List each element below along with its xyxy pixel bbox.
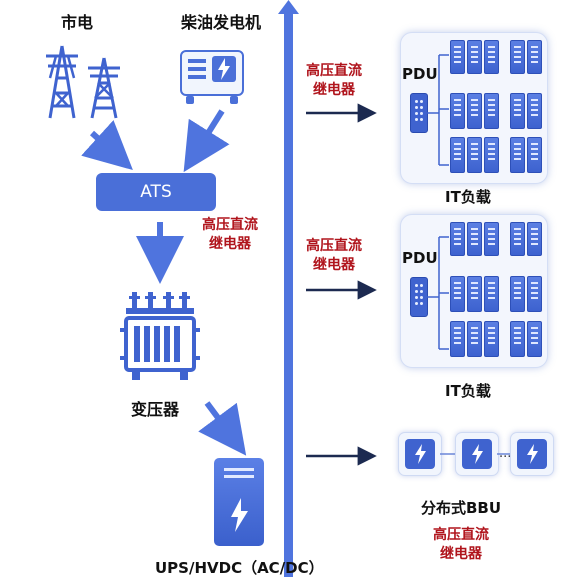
server-rack-icon [484, 276, 499, 312]
server-rack-icon [484, 137, 499, 173]
server-rack-icon [527, 93, 542, 129]
pdu-top-label: PDU [402, 65, 438, 83]
server-rack-icon [527, 276, 542, 312]
it-load-rack-mid: PDU [400, 214, 548, 368]
server-rack-icon [450, 276, 465, 312]
server-rack-icon [510, 222, 525, 256]
server-rack-icon [510, 276, 525, 312]
battery-bbu-icon [398, 432, 442, 476]
battery-bbu-icon [455, 432, 499, 476]
ats-box: ATS [96, 173, 216, 211]
pdu-top-wiring [427, 54, 449, 166]
relay-top-label: 高压直流继电器 [306, 63, 362, 98]
server-rack-icon [467, 93, 482, 129]
it-load-top-label: IT负载 [445, 188, 491, 206]
pdu-mid-label: PDU [402, 249, 438, 267]
bbu-connectors [440, 453, 510, 455]
server-rack-icon [527, 222, 542, 256]
battery-bbu-icon [510, 432, 554, 476]
relay-bottom-label: 高压直流继电器 [433, 527, 489, 562]
mains-label: 市电 [61, 13, 94, 32]
ups-server-icon [214, 458, 264, 546]
server-rack-icon [484, 40, 499, 74]
server-rack-icon [510, 40, 525, 74]
server-rack-icon [450, 40, 465, 74]
server-rack-icon [510, 137, 525, 173]
server-rack-icon [484, 222, 499, 256]
server-rack-icon [450, 93, 465, 129]
generator-icon [180, 46, 244, 106]
server-rack-icon [450, 321, 465, 357]
server-rack-icon [450, 137, 465, 173]
server-rack-icon [484, 321, 499, 357]
server-rack-icon [450, 222, 465, 256]
server-rack-icon [467, 321, 482, 357]
arrow-transformer-to-ups [198, 401, 247, 456]
relay-left-label: 高压直流继电器 [202, 217, 258, 252]
server-rack-icon [527, 321, 542, 357]
server-rack-icon [467, 276, 482, 312]
server-rack-icon [484, 93, 499, 129]
server-rack-icon [467, 137, 482, 173]
arrow-mains-to-ats [81, 120, 133, 171]
server-rack-icon [510, 321, 525, 357]
server-rack-icon [467, 222, 482, 256]
lightning-icon [231, 498, 248, 532]
bbu-label: 分布式BBU [421, 499, 502, 517]
dc-bus-line [278, 0, 299, 577]
server-rack-icon [527, 137, 542, 173]
arrow-generator-to-ats [183, 109, 230, 173]
it-load-mid-label: IT负载 [445, 382, 491, 400]
it-load-rack-top: PDU [400, 32, 548, 184]
generator-label: 柴油发电机 [181, 13, 262, 32]
transformer-label: 变压器 [131, 400, 180, 419]
server-rack-icon [527, 40, 542, 74]
transmission-tower-icon [46, 45, 120, 119]
pdu-mid-wiring [427, 236, 449, 350]
transformer-icon [120, 292, 200, 384]
ups-label: UPS/HVDC（AC/DC） [155, 559, 324, 577]
server-rack-icon [510, 93, 525, 129]
relay-mid-label: 高压直流继电器 [306, 238, 362, 273]
server-rack-icon [467, 40, 482, 74]
